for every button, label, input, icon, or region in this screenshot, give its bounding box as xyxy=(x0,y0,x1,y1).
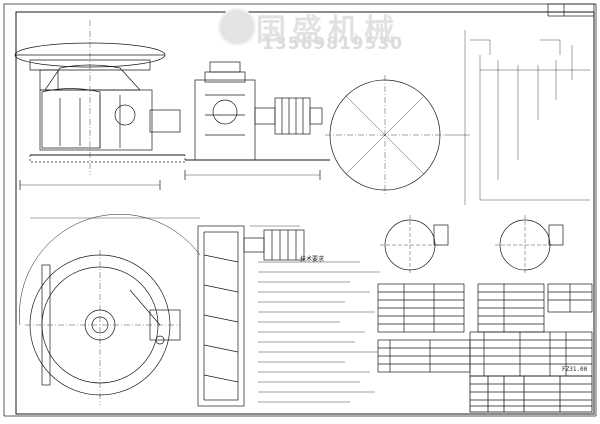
reducer-table xyxy=(547,283,593,313)
plan-view-table xyxy=(19,214,201,405)
elevation-view-reducer xyxy=(184,61,330,180)
detail-view-a xyxy=(380,215,449,275)
watermark-company: 国盛机械 xyxy=(256,13,400,48)
title-block xyxy=(469,375,593,413)
parameter-table xyxy=(377,283,465,333)
corner-code-box xyxy=(547,3,595,17)
inner-border xyxy=(15,11,595,415)
gs-circle-logo-icon xyxy=(218,8,256,46)
elevation-view-table xyxy=(14,20,186,190)
drawing-number: FZ31.00 xyxy=(562,366,588,373)
notes-text-lines xyxy=(258,261,380,403)
watermark-phone: 13569819530 xyxy=(262,34,404,54)
plan-view-reducer xyxy=(197,225,305,407)
hole-position-chart xyxy=(470,39,590,201)
motor-table xyxy=(477,283,545,333)
parts-list xyxy=(377,331,593,377)
detail-view-b xyxy=(495,215,564,275)
outer-border xyxy=(3,3,597,417)
bolt-circle-view xyxy=(325,30,470,205)
notes-title: 技术要求 xyxy=(300,256,325,263)
